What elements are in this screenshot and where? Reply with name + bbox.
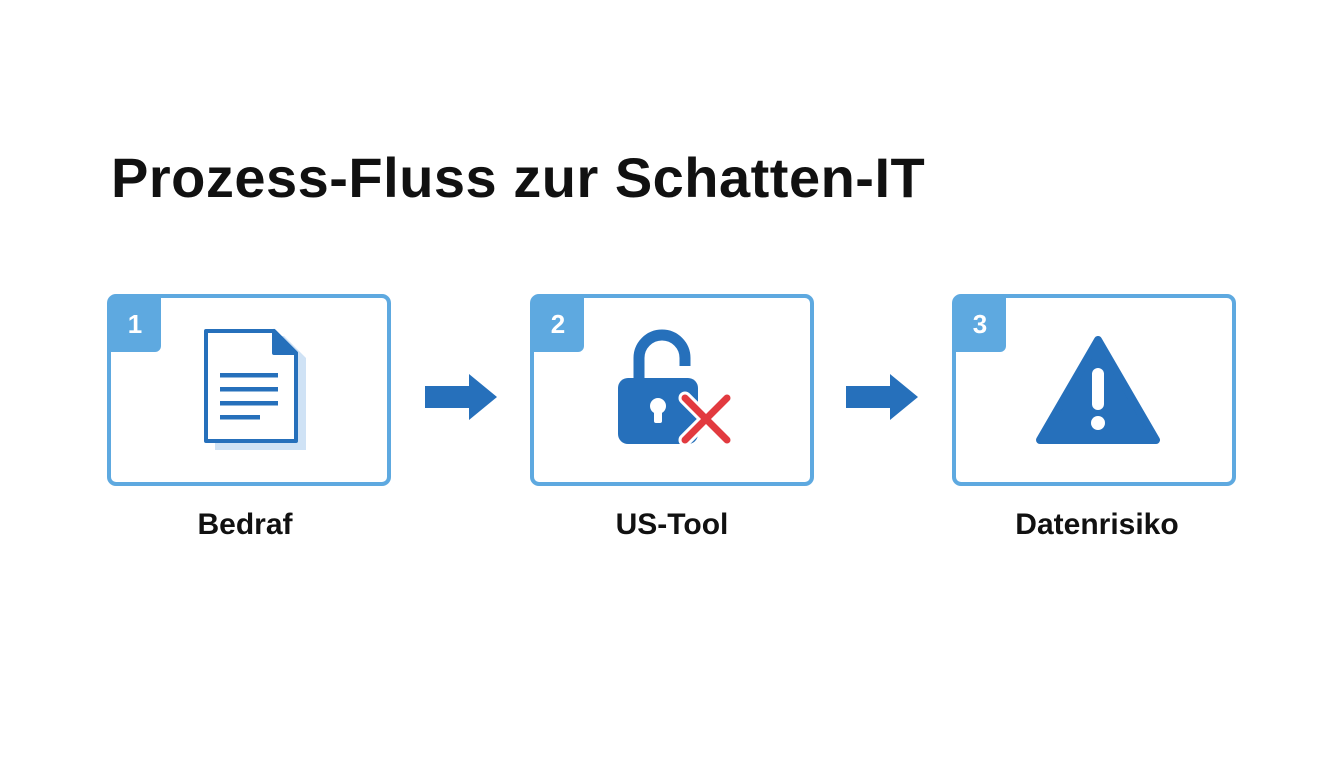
unlocked-padlock-with-x-icon: [618, 329, 734, 447]
step-1-box: 1: [107, 294, 391, 486]
step-1-label: Bedraf: [197, 508, 293, 541]
step-2-number-badge: 2: [532, 296, 584, 352]
arrow-right-icon: [425, 374, 497, 420]
page-title: Prozess-Fluss zur Schatten-IT: [111, 146, 926, 209]
step-1-number-badge: 1: [109, 296, 161, 352]
step-3-label: Datenrisiko: [1015, 508, 1179, 541]
warning-triangle-icon: [1036, 336, 1160, 444]
document-icon: [204, 329, 306, 450]
arrow-right-icon: [846, 374, 918, 420]
step-2-label: US-Tool: [615, 508, 729, 541]
step-3-number-badge: 3: [954, 296, 1006, 352]
